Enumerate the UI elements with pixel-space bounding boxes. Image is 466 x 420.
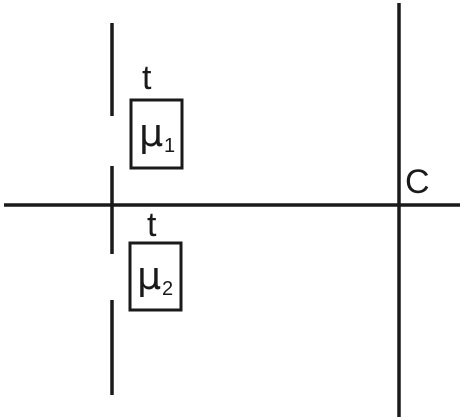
upper-medium-symbol: μ	[139, 111, 163, 155]
upper-medium-box	[129, 98, 184, 170]
right-line-label: C	[405, 163, 430, 201]
upper-medium-subscript: 1	[164, 135, 175, 157]
upper-thickness-label: t	[142, 59, 152, 97]
lower-thickness-label: t	[147, 206, 157, 244]
lower-medium-box	[128, 241, 183, 312]
lower-medium-symbol: μ	[137, 254, 161, 298]
lower-medium-subscript: 2	[162, 278, 173, 300]
